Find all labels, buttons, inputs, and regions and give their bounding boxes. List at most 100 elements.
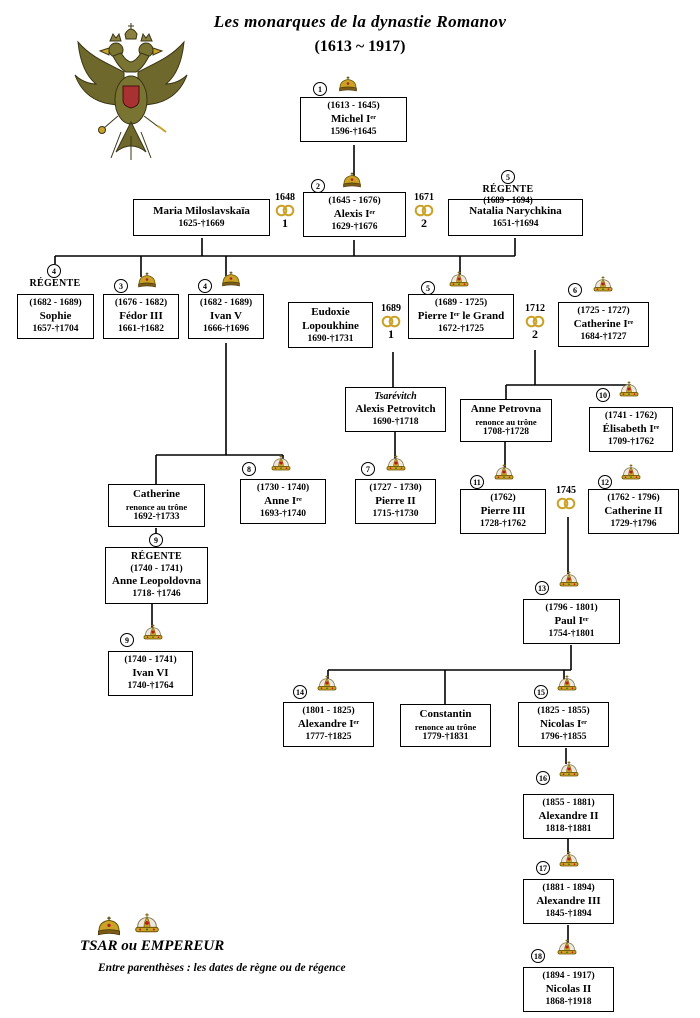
person-box-constantin: Constantin renonce au trône 1779-†1831: [400, 704, 491, 747]
person-name: Constantin: [419, 708, 472, 720]
reign-dates: (1682 - 1689): [199, 298, 253, 308]
person-name: Nicolas II: [545, 982, 592, 995]
person-name: Eudoxie: [311, 306, 350, 318]
person-box-alexandre-ier: (1801 - 1825) Alexandre Iᵉʳ 1777-†1825: [283, 702, 374, 747]
reign-dates: (1762): [490, 493, 516, 503]
legend-note: Entre parenthèses : les dates de règne o…: [98, 962, 346, 974]
life-dates: 1690-†1731: [307, 333, 354, 344]
person-name: Nicolas Iᵉʳ: [540, 717, 587, 730]
regent-number: 4: [47, 264, 61, 278]
life-dates: 1740-†1764: [127, 680, 174, 691]
person-box-paul-ier: (1796 - 1801) Paul Iᵉʳ 1754-†1801: [523, 599, 620, 644]
person-name: Alexis Petrovitch: [355, 403, 436, 415]
life-dates: 1708-†1728: [483, 426, 529, 437]
monarch-number: 12: [598, 475, 612, 489]
monarch-number: 8: [242, 462, 256, 476]
wedding-rings-icon: [555, 497, 577, 510]
person-name: Pierre II: [375, 494, 416, 507]
renounce-note: renonce au trône: [475, 416, 537, 427]
regent-number: 9: [149, 533, 163, 547]
person-name: Ivan V: [210, 309, 242, 322]
person-name: Alexandre III: [536, 894, 601, 907]
person-box-elisabeth-ire: (1741 - 1762) Élisabeth Iʳᵉ 1709-†1762: [589, 407, 673, 452]
life-dates: 1715-†1730: [372, 508, 419, 519]
person-box-maria-miloslavskaia: Maria Miloslavskaïa 1625-†1669: [133, 199, 270, 236]
person-name: Catherine II: [604, 504, 663, 517]
reign-dates: (1801 - 1825): [302, 706, 355, 716]
life-dates: 1754-†1801: [548, 628, 595, 639]
person-name: Catherine Iʳᵉ: [573, 317, 634, 330]
monarch-number: 13: [535, 581, 549, 595]
imperial-crown-icon: [557, 851, 581, 867]
tsar-crown-icon: [135, 272, 159, 288]
life-dates: 1796-†1855: [540, 731, 587, 742]
person-name: Natalia Narychkina: [469, 205, 562, 217]
monarch-number: 5: [421, 281, 435, 295]
life-dates: 1666-†1696: [203, 323, 249, 334]
imperial-crown-icon: [555, 675, 579, 691]
reign-dates: (1740 - 1741): [124, 655, 177, 665]
marriage-order: 2: [421, 216, 427, 230]
imperial-crown-icon: [619, 464, 643, 480]
tsar-crown-icon: [336, 76, 360, 92]
person-box-pierre-ii: (1727 - 1730) Pierre II 1715-†1730: [355, 479, 436, 524]
page-subtitle: (1613 ~ 1917): [314, 38, 406, 55]
tsar-crown-icon: [340, 172, 364, 188]
marriage-year: 1689: [381, 303, 401, 314]
person-box-eudoxie-lopoukhine: Eudoxie Lopoukhine 1690-†1731: [288, 302, 373, 349]
person-box-ivan-vi: (1740 - 1741) Ivan VI 1740-†1764: [108, 651, 193, 696]
regency-dates: (1689 - 1694): [483, 195, 533, 205]
monarch-number: 11: [470, 475, 484, 489]
marriage-year: 1671: [414, 192, 434, 203]
imperial-crown-icon: [557, 571, 581, 587]
person-box-michel-ier: (1613 - 1645) Michel Iᵉʳ 1596-†1645: [300, 97, 407, 142]
reign-dates: (1682 - 1689): [29, 298, 82, 308]
life-dates: 1693-†1740: [260, 508, 306, 519]
monarch-number: 4: [198, 279, 212, 293]
reign-dates: (1645 - 1676): [328, 196, 381, 206]
life-dates: 1818-†1881: [545, 823, 592, 834]
person-name: Alexandre II: [538, 809, 599, 822]
person-name: Maria Miloslavskaïa: [153, 205, 250, 217]
reign-dates: (1689 - 1725): [434, 298, 488, 308]
marriage-order: 1: [282, 216, 288, 230]
regent-label: RÉGENTE: [29, 278, 81, 289]
reign-dates: (1725 - 1727): [577, 306, 630, 316]
tsar-crown-icon: [94, 916, 124, 936]
imperial-crown-icon: [384, 455, 408, 471]
person-name: Fédor III: [119, 309, 163, 322]
life-dates: 1672-†1725: [438, 323, 484, 334]
imperial-crown-icon: [447, 271, 471, 287]
life-dates: 1692-†1733: [133, 511, 180, 522]
person-box-alexis-petrovitch: Tsarévitch Alexis Petrovitch 1690-†1718: [345, 387, 446, 432]
marriage-1671: 1671 2: [407, 192, 441, 230]
reign-dates: (1762 - 1796): [607, 493, 660, 503]
monarch-number: 9: [120, 633, 134, 647]
life-dates: 1629-†1676: [331, 221, 378, 232]
marriage-year: 1712: [525, 303, 545, 314]
person-box-natalia-narychkina: Natalia Narychkina 1651-†1694: [448, 199, 583, 236]
reign-dates: (1855 - 1881): [542, 798, 595, 808]
imperial-crown-icon: [269, 455, 293, 471]
life-dates: 1657-†1704: [32, 323, 79, 334]
person-box-alexandre-ii: (1855 - 1881) Alexandre II 1818-†1881: [523, 794, 614, 839]
reign-dates: (1727 - 1730): [369, 483, 422, 493]
person-box-catherine-renonce: Catherine renonce au trône 1692-†1733: [108, 484, 205, 527]
person-title: Tsarévitch: [374, 391, 417, 402]
person-box-anne-leopoldovna: RÉGENTE (1740 - 1741) Anne Leopoldovna 1…: [105, 547, 208, 604]
marriage-order: 2: [532, 327, 538, 341]
renounce-note: renonce au trône: [125, 501, 188, 512]
legend-title: TSAR ou EMPEREUR: [80, 938, 225, 954]
tsar-crown-icon: [219, 271, 243, 287]
reign-dates: (1740 - 1741): [130, 563, 183, 574]
monarch-number: 16: [536, 771, 550, 785]
reign-dates: (1894 - 1917): [542, 971, 595, 981]
monarch-number: 14: [293, 685, 307, 699]
monarch-number: 2: [311, 179, 325, 193]
imperial-crown-icon: [141, 624, 165, 640]
imperial-crown-icon: [492, 464, 516, 480]
monarch-number: 7: [361, 462, 375, 476]
monarch-number: 6: [568, 283, 582, 297]
